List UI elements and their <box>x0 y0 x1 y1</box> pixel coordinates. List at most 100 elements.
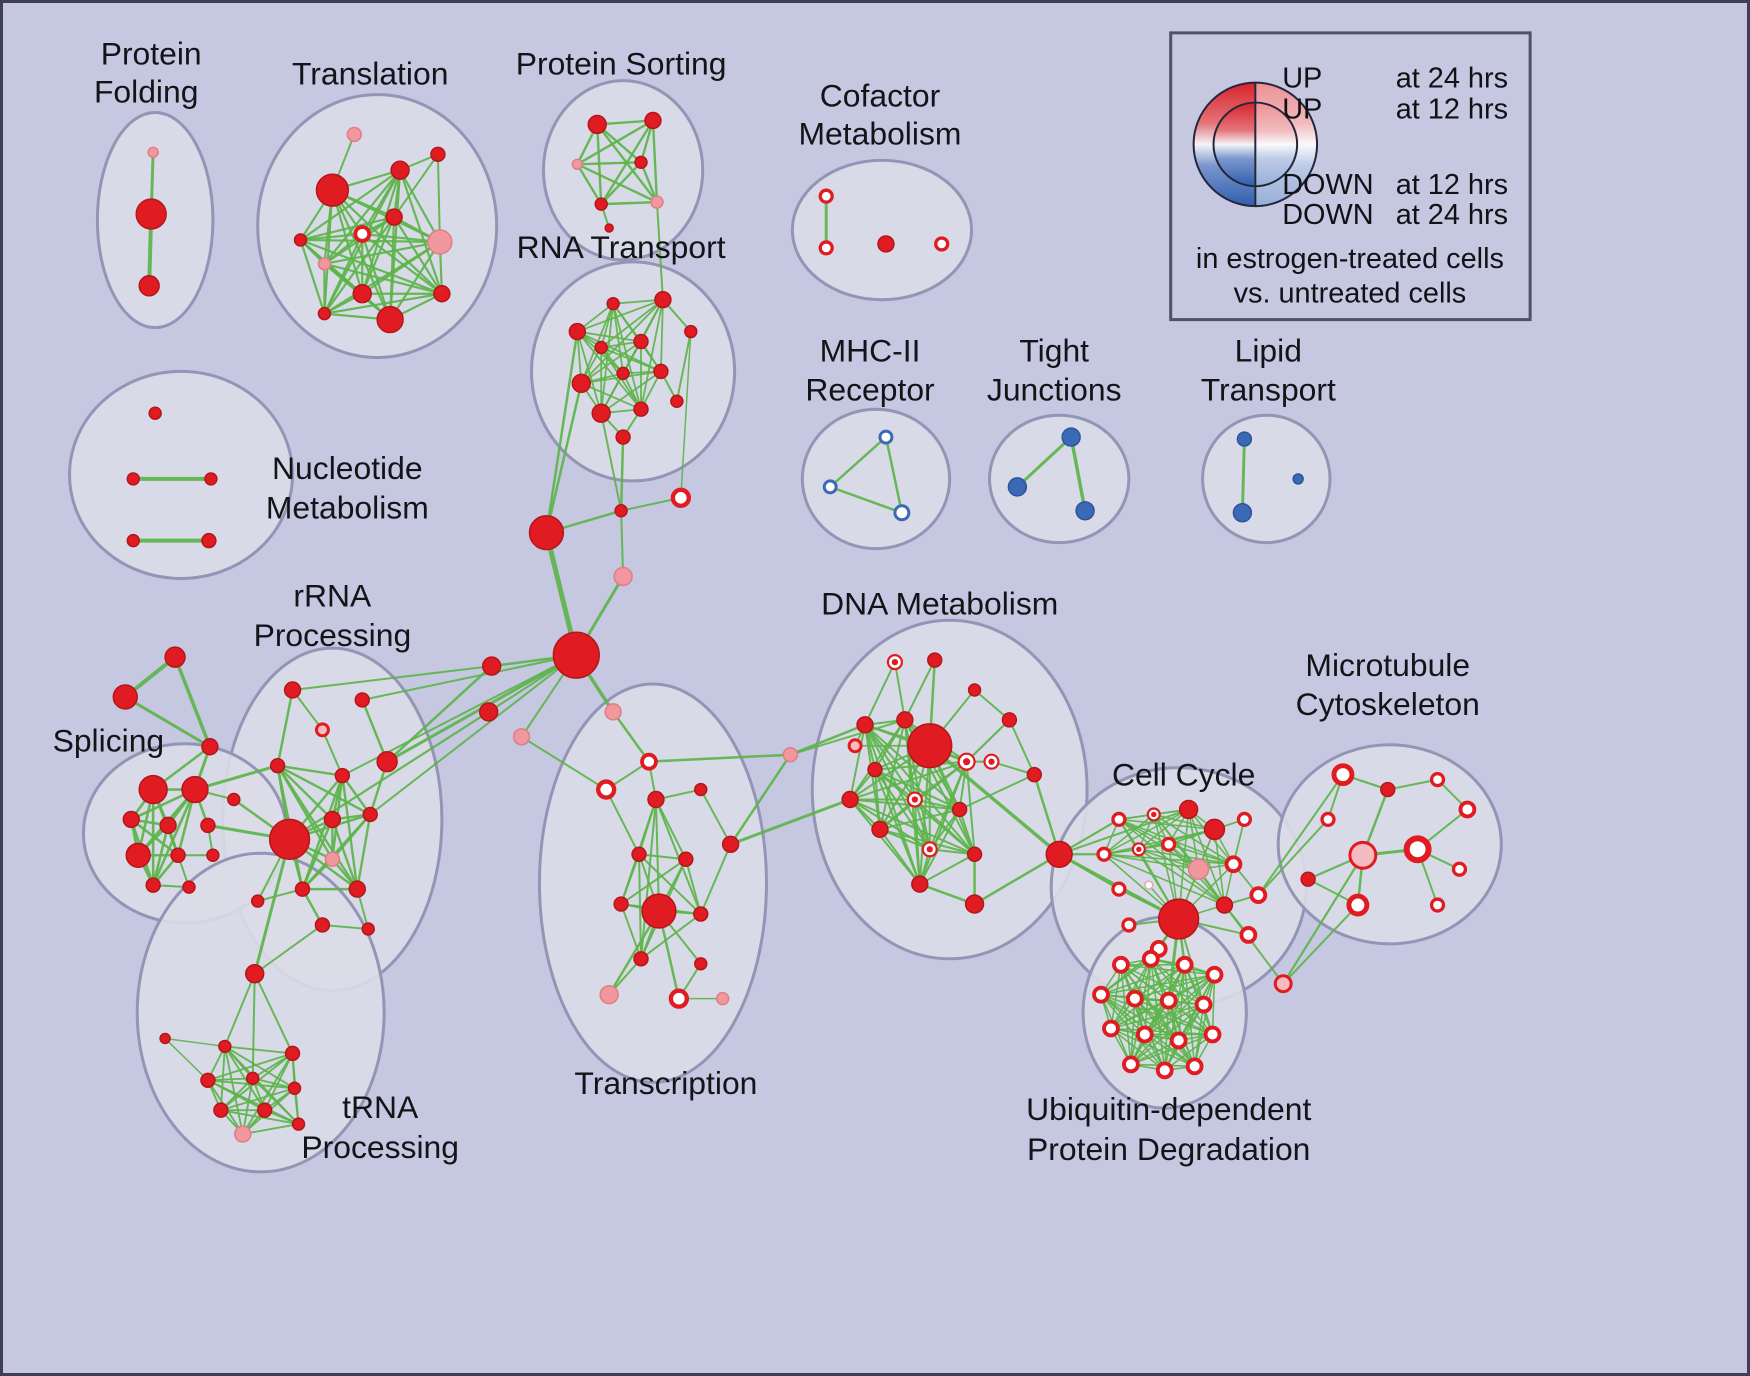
network-node-blue <box>1236 431 1253 447</box>
network-node-ring <box>1205 965 1224 984</box>
network-node-ring <box>818 188 834 204</box>
network-node-pink <box>1187 858 1210 880</box>
network-edge <box>1240 437 1246 515</box>
network-edge <box>1110 1027 1214 1036</box>
cluster-label: Transcription <box>574 1065 757 1101</box>
network-edge <box>291 665 493 691</box>
network-edge <box>219 1045 226 1112</box>
network-node-ring <box>1346 893 1370 917</box>
network-node-red <box>587 114 607 135</box>
network-node-red <box>201 738 219 756</box>
network-node-ring <box>596 779 617 800</box>
network-node-red <box>159 1032 171 1045</box>
legend-note-line2: vs. untreated cells <box>1234 278 1467 310</box>
network-node-red <box>867 761 883 778</box>
network-edge <box>1103 853 1226 906</box>
network-node-red <box>430 146 446 163</box>
network-node-red <box>213 1102 229 1118</box>
network-edge <box>918 760 968 886</box>
network-node-bluering <box>822 479 838 495</box>
network-node-ring <box>1111 881 1127 897</box>
network-edge <box>341 774 359 891</box>
network-edge <box>1033 773 1061 856</box>
network-edge <box>1187 808 1226 906</box>
network-edge <box>647 753 792 763</box>
network-edge <box>1144 973 1216 1036</box>
cluster-label: Transport <box>1201 371 1336 407</box>
network-edge <box>849 723 867 801</box>
network-node-red <box>1300 871 1316 887</box>
network-node-bullseye <box>963 758 971 766</box>
network-edge <box>958 773 1036 811</box>
network-edge <box>1100 963 1186 996</box>
network-node-ring <box>1096 846 1112 862</box>
network-edge <box>874 768 921 886</box>
network-node-red <box>182 880 196 894</box>
network-edge <box>1103 808 1190 856</box>
network-edge <box>385 664 493 763</box>
network-edge <box>361 169 402 295</box>
network-edge <box>151 788 197 887</box>
network-edge <box>654 798 687 861</box>
network-node-red <box>613 896 629 912</box>
network-node-pink <box>571 158 584 171</box>
network-node-red <box>354 692 370 708</box>
network-edge <box>323 292 443 315</box>
network-node-ring <box>1249 886 1268 904</box>
network-edge <box>1103 853 1200 871</box>
network-edge <box>638 853 702 916</box>
network-node-pinkring <box>314 722 330 738</box>
network-edge <box>389 240 442 321</box>
network-edge <box>1069 435 1087 513</box>
network-edge <box>1130 1033 1214 1066</box>
network-edge <box>1110 1003 1205 1030</box>
network-node-red <box>362 806 378 823</box>
network-node-red <box>256 1102 273 1118</box>
network-edge <box>520 735 608 791</box>
network-edge <box>789 723 867 756</box>
network-edge <box>612 302 642 411</box>
network-edge <box>241 1077 254 1135</box>
network-edge <box>323 189 334 315</box>
network-node-red <box>246 1071 260 1086</box>
network-edge <box>1103 813 1155 856</box>
network-node-red <box>385 208 403 226</box>
network-node-ring <box>1121 1055 1140 1074</box>
network-node-pink <box>650 195 664 209</box>
network-node-ring <box>640 752 658 771</box>
network-edge <box>620 858 687 906</box>
network-node-red <box>245 964 265 984</box>
network-edge <box>1130 997 1136 1066</box>
network-node-ring <box>1155 1061 1174 1080</box>
network-edge <box>361 232 392 321</box>
network-edge <box>299 169 402 242</box>
network-edge <box>576 163 603 206</box>
network-node-red <box>112 684 138 710</box>
network-node-red <box>967 683 982 697</box>
network-node-red <box>352 284 372 304</box>
network-node-ring <box>1194 995 1213 1014</box>
network-edge <box>1138 808 1190 851</box>
cluster-ellipse-nucleotide-metabolism <box>68 369 295 580</box>
network-edge <box>545 330 579 534</box>
network-node-pink <box>147 146 159 159</box>
network-node-pink <box>782 746 799 763</box>
network-edge <box>223 1045 294 1055</box>
network-node-ring <box>1429 771 1446 788</box>
nodes-layer <box>112 111 1477 1143</box>
network-edge <box>1134 973 1216 1000</box>
network-node-red <box>218 1039 232 1054</box>
network-node-red <box>841 790 859 809</box>
network-node-red <box>294 881 311 897</box>
network-node-blue <box>1007 477 1028 497</box>
cluster-ellipse-trna-processing <box>135 851 386 1174</box>
cluster-label: Junctions <box>987 371 1122 407</box>
network-node-pink <box>324 851 341 867</box>
network-node-bluering <box>893 504 911 522</box>
cluster-label: MHC-II <box>820 332 921 368</box>
network-edge <box>276 764 372 816</box>
network-node-red <box>606 296 620 311</box>
network-edge <box>874 768 961 811</box>
network-node-pinkring <box>1273 974 1293 994</box>
network-node-red <box>164 646 186 668</box>
